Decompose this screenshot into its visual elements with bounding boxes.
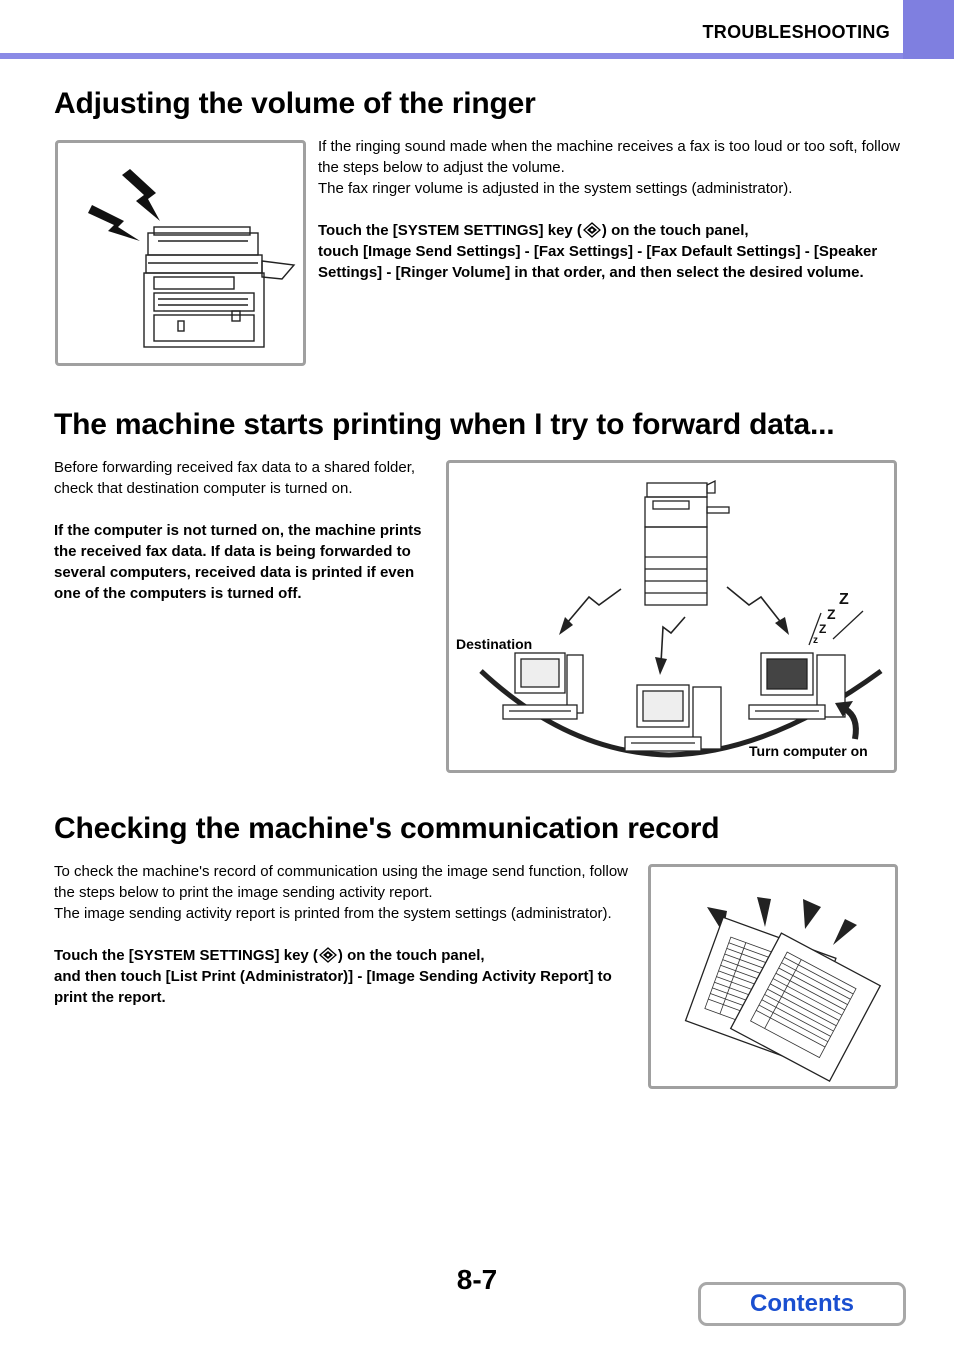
computer-icon — [502, 652, 584, 720]
settings-key-icon — [582, 222, 602, 238]
section3-step: Touch the [SYSTEM SETTINGS] key () on th… — [54, 947, 612, 1006]
section3-text: To check the machine's record of communi… — [54, 861, 636, 1008]
section1-intro-2: The fax ringer volume is adjusted in the… — [318, 180, 793, 197]
destination-label: Destination — [456, 636, 533, 652]
svg-text:z: z — [813, 635, 818, 646]
contents-button[interactable]: Contents — [698, 1282, 906, 1326]
forwarding-illustration: Z Z Z z — [446, 460, 897, 773]
section2-note: If the computer is not turned on, the ma… — [54, 522, 422, 602]
header-rule — [0, 53, 954, 59]
computer-icon — [624, 684, 722, 752]
lightning-bolt-icon — [88, 205, 140, 241]
section-header: TROUBLESHOOTING — [702, 22, 890, 42]
page-number: 8-7 — [456, 1264, 498, 1295]
svg-text:Z: Z — [839, 591, 849, 608]
section2-intro: Before forwarding received fax data to a… — [54, 459, 416, 497]
report-sheet-icon — [684, 897, 882, 1082]
header-tab — [903, 0, 954, 59]
section1-intro-1: If the ringing sound made when the machi… — [318, 138, 900, 176]
printer-icon — [644, 479, 730, 606]
computer-icon — [748, 652, 846, 720]
lightning-bolt-icon — [122, 169, 160, 221]
section3-intro-2: The image sending activity report is pri… — [54, 905, 612, 922]
section2-text: Before forwarding received fax data to a… — [54, 457, 436, 604]
section1-step: Touch the [SYSTEM SETTINGS] key () on th… — [318, 222, 878, 281]
turn-computer-on-label: Turn computer on — [749, 743, 868, 759]
section3-intro-1: To check the machine's record of communi… — [54, 863, 628, 901]
copier-ringing-icon — [88, 169, 296, 348]
ringer-illustration — [55, 140, 306, 366]
report-illustration — [648, 864, 898, 1089]
settings-key-icon — [318, 947, 338, 963]
section2-title: The machine starts printing when I try t… — [54, 408, 835, 441]
section1-title: Adjusting the volume of the ringer — [54, 87, 536, 120]
section1-text: If the ringing sound made when the machi… — [318, 136, 908, 283]
svg-text:Z: Z — [827, 606, 836, 622]
svg-text:Z: Z — [819, 622, 826, 636]
section3-title: Checking the machine's communication rec… — [54, 812, 720, 845]
network-diagram: Z Z Z z — [479, 479, 883, 758]
